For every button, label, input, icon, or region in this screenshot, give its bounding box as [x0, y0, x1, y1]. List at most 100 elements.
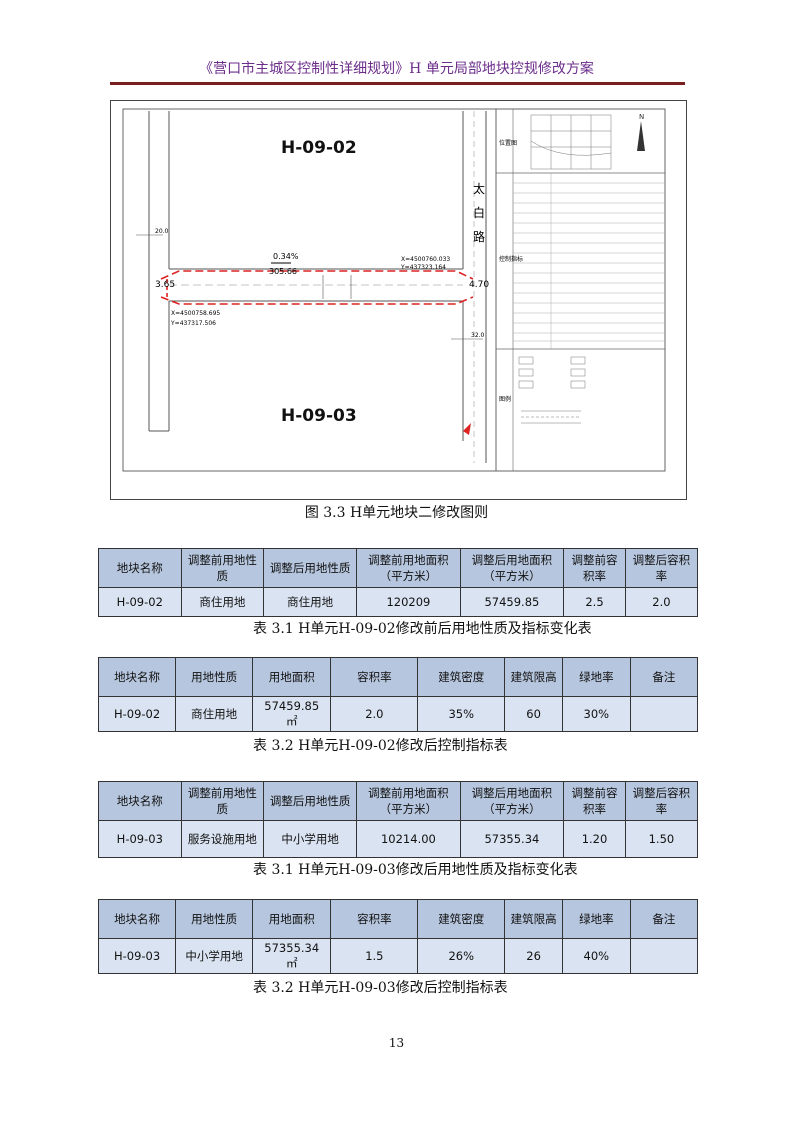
header-cell: 容积率 [330, 899, 419, 939]
header-cell: 建筑密度 [417, 899, 506, 939]
header-cell: 调整后容积率 [624, 781, 699, 821]
svg-text:N: N [639, 113, 644, 121]
header-cell: 调整后用地面积（平方米） [459, 781, 565, 821]
road-name-char-3: 路 [473, 229, 485, 244]
document-header: 《营口市主城区控制性详细规划》H 单元局部地块控规修改方案 [199, 61, 594, 77]
header-cell: 调整后用地性质 [263, 781, 358, 821]
header-cell: 建筑限高 [504, 657, 563, 697]
header-cell: 调整前用地面积（平方米） [356, 781, 461, 821]
table-cell: 服务设施用地 [180, 820, 265, 858]
header-cell: 调整后用地面积（平方米） [459, 548, 565, 588]
header-cell: 用地面积 [252, 657, 332, 697]
table-cell: 商住用地 [175, 696, 254, 732]
table-row: H-09-03 中小学用地 57355.34 ㎡ 1.5 26% 26 40% [97, 938, 699, 974]
table-cell: 1.5 [330, 938, 419, 974]
header-cell: 地块名称 [97, 657, 177, 697]
table-cell: 30% [561, 696, 631, 732]
table-cell: 35% [417, 696, 506, 732]
table-cell: 2.0 [624, 587, 699, 617]
header-cell: 调整前用地面积（平方米） [356, 548, 461, 588]
table-cell: 26 [504, 938, 563, 974]
table-cell: 120209 [356, 587, 461, 617]
table-cell: 57459.85 ㎡ [252, 696, 332, 732]
table-cell: 2.0 [330, 696, 419, 732]
header-cell: 调整后用地性质 [263, 548, 358, 588]
dim-bottom-label: 32.0 [471, 332, 485, 339]
elevation-label: 305.66 [269, 267, 297, 276]
table-cell: H-09-02 [98, 587, 182, 617]
table-cell: 26% [417, 938, 506, 974]
table-land-use-change-h0903: 地块名称 调整前用地性质 调整后用地性质 调整前用地面积（平方米） 调整后用地面… [98, 781, 699, 858]
table-header-row: 地块名称 用地性质 用地面积 容积率 建筑密度 建筑限高 绿地率 备注 [97, 899, 699, 939]
coord-right-y: Y=437323.164 [400, 264, 446, 271]
planning-map-drawing: N H-09-02 H-09-03 太 白 路 0.34% 30 [122, 108, 666, 472]
header-cell: 用地性质 [175, 899, 254, 939]
table-cell [629, 696, 699, 732]
header-cell: 建筑限高 [504, 899, 563, 939]
table-cell: 10214.00 [356, 820, 461, 858]
figure-caption: 图 3.3 H单元地块二修改图则 [304, 505, 489, 521]
header-cell: 调整前容积率 [563, 548, 626, 588]
dim-left-label: 20.0 [155, 228, 169, 235]
legend-control-label: 控制指标 [499, 255, 523, 263]
table-cell: H-09-02 [97, 696, 177, 732]
header-cell: 调整前用地性质 [180, 548, 265, 588]
legend-location-label: 位置图 [499, 139, 517, 147]
page-number: 13 [388, 1036, 405, 1050]
table-cell: 商住用地 [263, 587, 358, 617]
header-rule [110, 82, 685, 85]
legend-map-label: 图例 [499, 395, 511, 403]
coord-left-x: X=4500758.695 [171, 310, 220, 317]
road-name-char-1: 太 [473, 181, 485, 196]
table-caption: 表 3.1 H单元H-09-03修改后用地性质及指标变化表 [253, 862, 578, 878]
table-cell: H-09-03 [97, 938, 177, 974]
header-cell: 用地性质 [175, 657, 254, 697]
header-cell: 建筑密度 [417, 657, 506, 697]
header-cell: 备注 [629, 657, 699, 697]
table-cell: 2.5 [563, 587, 626, 617]
width-right-label: 4.70 [469, 280, 489, 290]
header-cell: 绿地率 [561, 899, 631, 939]
table-cell: 中小学用地 [263, 820, 358, 858]
table-header-row: 地块名称 调整前用地性质 调整后用地性质 调整前用地面积（平方米） 调整后用地面… [98, 548, 699, 588]
table-header-row: 地块名称 用地性质 用地面积 容积率 建筑密度 建筑限高 绿地率 备注 [97, 657, 699, 697]
slope-label: 0.34% [273, 252, 299, 261]
table-cell [629, 938, 699, 974]
coord-right-x: X=4500760.033 [401, 256, 450, 263]
table-cell: H-09-03 [98, 820, 182, 858]
table-land-use-change-h0902: 地块名称 调整前用地性质 调整后用地性质 调整前用地面积（平方米） 调整后用地面… [98, 548, 699, 617]
header-cell: 地块名称 [97, 899, 177, 939]
table-header-row: 地块名称 调整前用地性质 调整后用地性质 调整前用地面积（平方米） 调整后用地面… [98, 781, 699, 821]
header-cell: 容积率 [330, 657, 419, 697]
table-caption: 表 3.1 H单元H-09-02修改前后用地性质及指标变化表 [253, 621, 592, 637]
header-cell: 备注 [629, 899, 699, 939]
header-cell: 调整后容积率 [624, 548, 699, 588]
width-left-label: 3.65 [155, 280, 175, 290]
table-control-index-h0902: 地块名称 用地性质 用地面积 容积率 建筑密度 建筑限高 绿地率 备注 H-09… [97, 657, 699, 732]
table-control-index-h0903: 地块名称 用地性质 用地面积 容积率 建筑密度 建筑限高 绿地率 备注 H-09… [97, 899, 699, 974]
table-caption: 表 3.2 H单元H-09-02修改后控制指标表 [253, 738, 508, 754]
parcel-label-south: H-09-03 [281, 406, 357, 426]
header-cell: 绿地率 [561, 657, 631, 697]
table-cell: 商住用地 [180, 587, 265, 617]
header-cell: 调整前容积率 [563, 781, 626, 821]
header-cell: 地块名称 [98, 781, 182, 821]
table-cell: 中小学用地 [175, 938, 254, 974]
coord-left-y: Y=437317.506 [170, 320, 216, 327]
table-cell: 57459.85 [459, 587, 565, 617]
table-cell: 1.50 [624, 820, 699, 858]
header-cell: 调整前用地性质 [180, 781, 265, 821]
table-row: H-09-03 服务设施用地 中小学用地 10214.00 57355.34 1… [98, 820, 699, 858]
road-name-char-2: 白 [473, 205, 485, 220]
table-cell: 40% [561, 938, 631, 974]
table-caption: 表 3.2 H单元H-09-03修改后控制指标表 [253, 980, 508, 996]
parcel-label-north: H-09-02 [281, 138, 357, 158]
table-cell: 1.20 [563, 820, 626, 858]
table-cell: 60 [504, 696, 563, 732]
table-row: H-09-02 商住用地 57459.85 ㎡ 2.0 35% 60 30% [97, 696, 699, 732]
header-cell: 地块名称 [98, 548, 182, 588]
table-cell: 57355.34 [459, 820, 565, 858]
table-row: H-09-02 商住用地 商住用地 120209 57459.85 2.5 2.… [98, 587, 699, 617]
planning-map: N H-09-02 H-09-03 太 白 路 0.34% 30 [110, 100, 687, 500]
table-cell: 57355.34 ㎡ [252, 938, 332, 974]
